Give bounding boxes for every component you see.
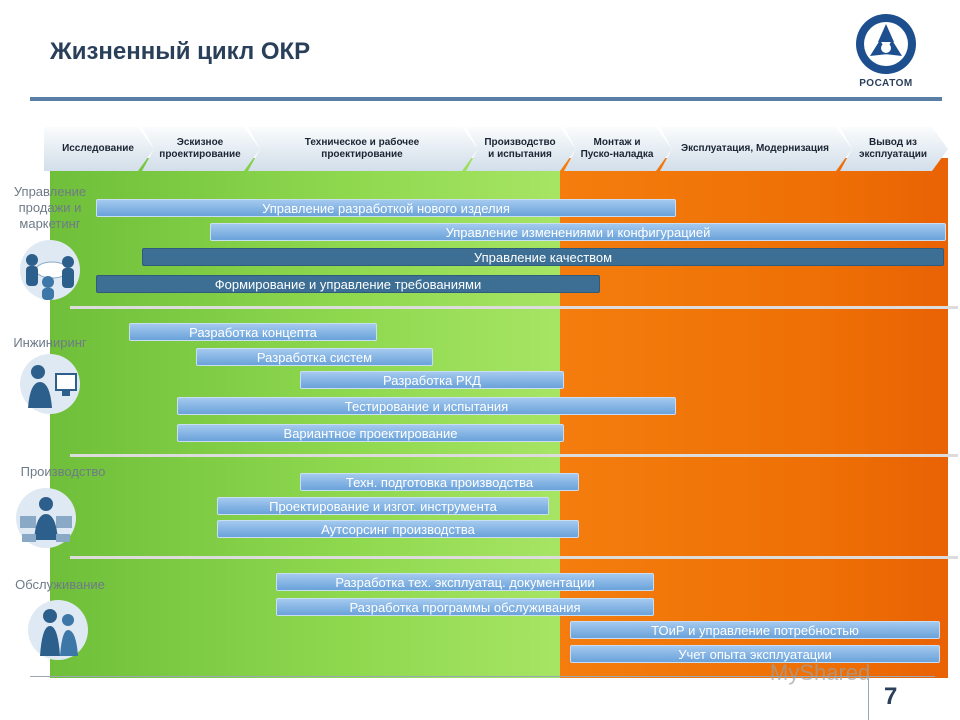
activity-bar: Разработка концепта xyxy=(129,323,377,341)
title-divider xyxy=(30,97,942,101)
phase-operation: Эксплуатация, Модернизация xyxy=(660,127,852,171)
department-engineering-label: Инжиниринг xyxy=(13,335,87,350)
phase-sketch-design: Эскизное проектирование xyxy=(142,127,260,171)
activity-bar: Разработка тех. эксплуатац. документации xyxy=(276,573,654,591)
section-separator xyxy=(70,454,958,457)
service-staff-icon xyxy=(28,600,88,660)
page-title: Жизненный цикл ОКР xyxy=(50,38,311,65)
footer-vertical-divider xyxy=(868,676,869,720)
section-separator xyxy=(70,556,958,559)
activity-bar: ТОиР и управление потребностью xyxy=(570,621,940,639)
department-production-label: Производство xyxy=(20,464,106,479)
footer-divider xyxy=(30,676,935,677)
operation-stage-background xyxy=(560,158,948,678)
phase-decommissioning: Вывод из эксплуатации xyxy=(840,127,948,171)
phase-installation: Монтаж и Пуско-наладка xyxy=(564,127,672,171)
activity-bar: Управление разработкой нового изделия xyxy=(96,199,676,217)
activity-bar: Разработка программы обслуживания xyxy=(276,598,654,616)
activity-bar: Управление качеством xyxy=(142,248,944,266)
section-separator xyxy=(70,306,958,309)
phase-technical-design: Техническое и рабочее проектирование xyxy=(248,127,478,171)
meeting-people-icon xyxy=(20,240,80,300)
activity-bar: Тестирование и испытания xyxy=(177,397,676,415)
rosatom-atom-logo xyxy=(856,14,916,74)
activity-bar: Разработка РКД xyxy=(300,371,564,389)
activity-bar: Учет опыта эксплуатации xyxy=(570,645,940,663)
factory-worker-icon xyxy=(16,488,76,548)
phase-production-testing: Производство и испытания xyxy=(466,127,576,171)
activity-bar: Разработка систем xyxy=(196,348,433,366)
engineer-computer-icon xyxy=(20,354,80,414)
activity-bar: Проектирование и изгот. инструмента xyxy=(217,497,549,515)
logo-text: РОСАТОМ xyxy=(859,78,913,89)
activity-bar: Аутсорсинг производства xyxy=(217,520,579,538)
department-service-label: Обслуживание xyxy=(15,577,105,592)
department-sales-label: Управление продажи и маркетинг xyxy=(13,184,87,231)
page-number: 7 xyxy=(884,683,898,710)
activity-bar: Управление изменениями и конфигурацией xyxy=(210,223,946,241)
phase-research: Исследование xyxy=(44,127,154,171)
activity-bar: Вариантное проектирование xyxy=(177,424,564,442)
activity-bar: Техн. подготовка производства xyxy=(300,473,579,491)
watermark: MyShared xyxy=(770,660,871,685)
development-stage-background xyxy=(50,158,560,678)
activity-bar: Формирование и управление требованиями xyxy=(96,275,600,293)
